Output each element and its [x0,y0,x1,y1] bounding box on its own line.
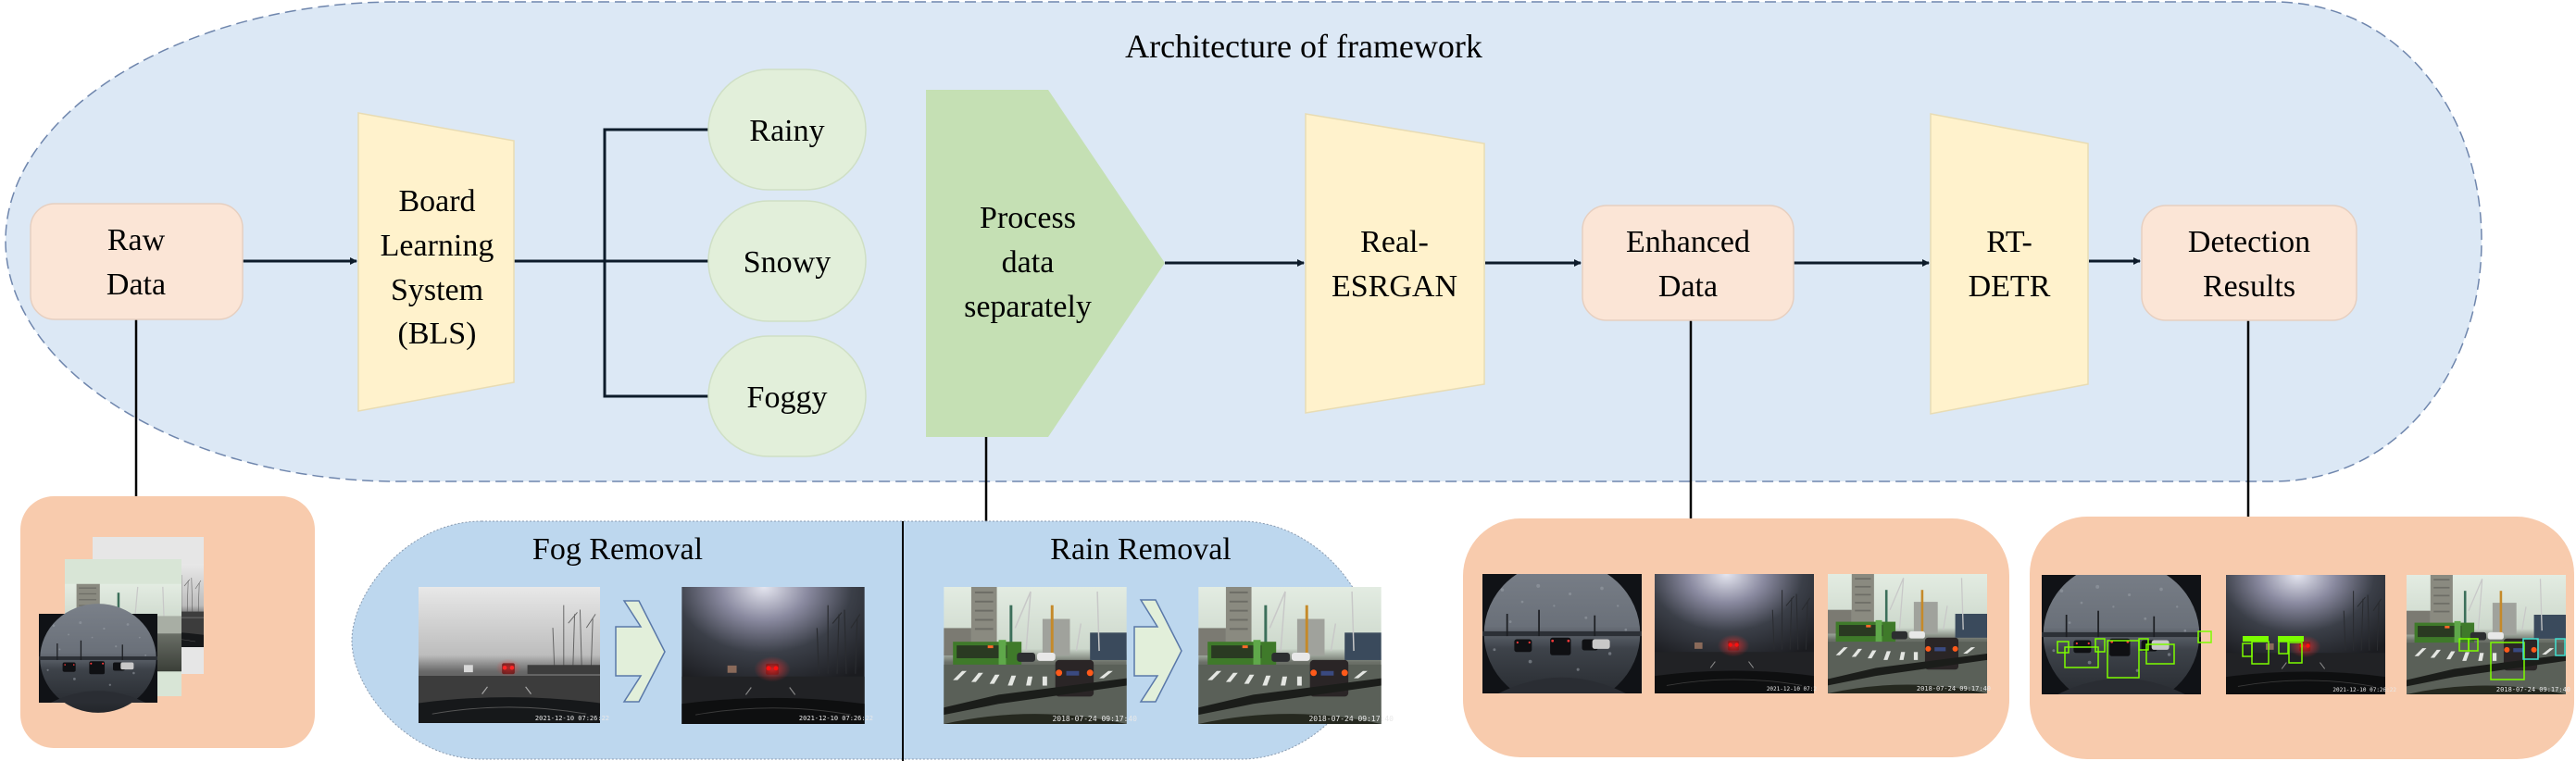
rainy-label: Rainy [749,114,824,148]
bls-label-2: Learning [381,229,494,263]
framework-title: Architecture of framework [1125,28,1482,65]
raw-image-snowy [39,604,157,713]
node-rt-detr[interactable]: RT- DETR [1930,113,2089,415]
node-process[interactable]: Process data separately [926,90,1165,437]
node-enhanced-data[interactable]: Enhanced Data [1582,205,1794,321]
fog-after-timestamp: 2021-12-10 07:26:22 [799,715,873,722]
detection-image-foggy: 2021-12-10 07:26:22 [2225,575,2396,694]
detection-labels-foggy [2243,636,2304,642]
fog-removal-title: Fog Removal [532,532,703,567]
branch-bracket [603,128,708,398]
rain-removal-title: Rain Removal [1050,532,1231,567]
fog-arrow-icon [615,600,666,703]
bls-label-3: System [391,273,483,307]
framework-region [5,1,2482,482]
enhanced-fog-timestamp: 2021-12-10 07:2 [1767,686,1818,692]
bls-label-1: Board [398,184,475,218]
process-label-1: Process [980,201,1076,235]
node-bls[interactable]: Board Learning System (BLS) [357,112,515,412]
detection-boxes-rainy-person [2522,638,2566,660]
node-detection-results[interactable]: Detection Results [2141,205,2357,321]
panel-detection-results: 2021-12-10 07:26:22 2018-07-24 09:17:40 [2030,517,2574,759]
snowy-label: Snowy [744,245,831,280]
node-raw-data[interactable]: Raw Data [30,203,244,320]
detection-boxes-snowy [2057,630,2212,679]
fog-before-image: 2021-12-10 07:26:22 [418,587,609,723]
raw-data-label-2: Data [106,268,166,302]
detection-label-1: Detection [2188,225,2310,259]
enhanced-image-foggy: 2021-12-10 07:2 [1654,574,1818,693]
rain-before-image: 2018-07-24 09:17:40 [943,587,1137,724]
esrgan-label-1: Real- [1360,225,1429,259]
enhanced-label-2: Data [1658,269,1718,304]
detection-boxes-rainy [2458,638,2525,680]
enhanced-rain-timestamp: 2018-07-24 09:17:40 [1917,685,1991,692]
esrgan-label-2: ESRGAN [1332,269,1457,304]
rtdetr-label-2: DETR [1969,269,2051,304]
panel-removal: Fog Removal 2021-12-10 07:26:22 2021-12-… [351,520,1394,761]
detection-fog-timestamp: 2021-12-10 07:26:22 [2332,687,2396,693]
fog-before-timestamp: 2021-12-10 07:26:22 [535,715,609,722]
enhanced-image-rainy: 2018-07-24 09:17:40 [1827,574,1991,693]
node-rainy[interactable]: Rainy [707,69,867,191]
process-label-2: data [1002,245,1055,280]
node-snowy[interactable]: Snowy [707,200,867,322]
panel-raw-data [20,496,315,748]
rain-before-timestamp: 2018-07-24 09:17:40 [1052,715,1137,723]
bls-label-4: (BLS) [398,317,477,351]
detection-image-snowy [2042,575,2212,694]
rtdetr-label-1: RT- [1986,225,2032,259]
node-real-esrgan[interactable]: Real- ESRGAN [1305,113,1485,414]
detection-label-2: Results [2203,269,2295,304]
foggy-label: Foggy [747,380,828,415]
fog-after-image: 2021-12-10 07:26:22 [681,587,873,724]
detection-image-rainy: 2018-07-24 09:17:40 [2406,575,2570,694]
process-label-3: separately [964,290,1092,324]
enhanced-image-snowy [1482,574,1642,693]
detection-rain-timestamp: 2018-07-24 09:17:40 [2496,686,2570,693]
rain-arrow-icon [1133,599,1182,703]
panel-enhanced-data: 2021-12-10 07:2 2018-07-24 09:17:40 [1463,518,2009,757]
enhanced-label-1: Enhanced [1626,225,1750,259]
rain-after-timestamp: 2018-07-24 09:17:40 [1308,715,1394,723]
raw-data-label-1: Raw [107,223,166,257]
connectors [243,128,2141,398]
rain-after-image: 2018-07-24 09:17:40 [1197,587,1394,724]
node-foggy[interactable]: Foggy [707,335,867,457]
panel-links [134,319,2250,521]
